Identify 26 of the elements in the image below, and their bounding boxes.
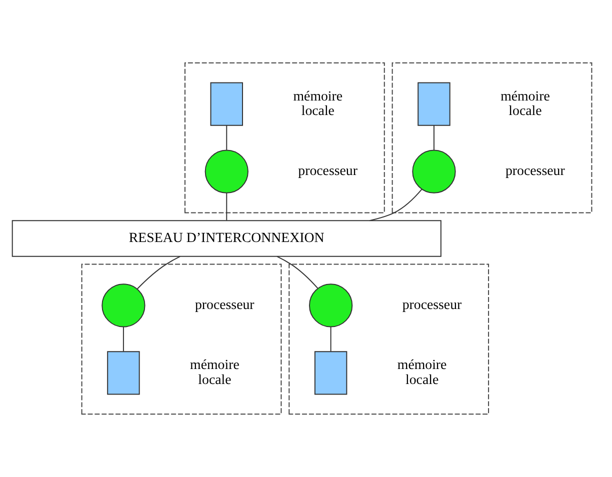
node-label: processeur xyxy=(506,164,565,180)
cluster xyxy=(81,264,282,415)
connector xyxy=(122,326,124,352)
node-box: RESEAU D’INTERCONNEXION xyxy=(12,220,442,257)
node-circle xyxy=(412,150,456,194)
connector xyxy=(226,124,228,150)
node-box xyxy=(210,82,243,126)
node-box xyxy=(107,351,140,395)
cluster xyxy=(184,62,385,214)
node-box xyxy=(314,351,348,395)
connector xyxy=(433,124,434,150)
node-label: mémoire locale xyxy=(397,358,447,388)
node-label: processeur xyxy=(194,298,254,314)
node-label: processeur xyxy=(402,298,462,314)
node-circle xyxy=(308,284,353,328)
cluster xyxy=(392,62,592,214)
node-label: mémoire locale xyxy=(500,89,550,120)
connector xyxy=(226,192,228,221)
node-circle xyxy=(204,150,248,194)
cluster xyxy=(288,264,490,415)
node-circle xyxy=(102,284,146,328)
node-box xyxy=(418,82,450,126)
node-label: mémoire locale xyxy=(190,358,240,388)
connector xyxy=(330,326,332,352)
node-label: processeur xyxy=(298,164,358,180)
node-label: mémoire locale xyxy=(293,89,343,120)
